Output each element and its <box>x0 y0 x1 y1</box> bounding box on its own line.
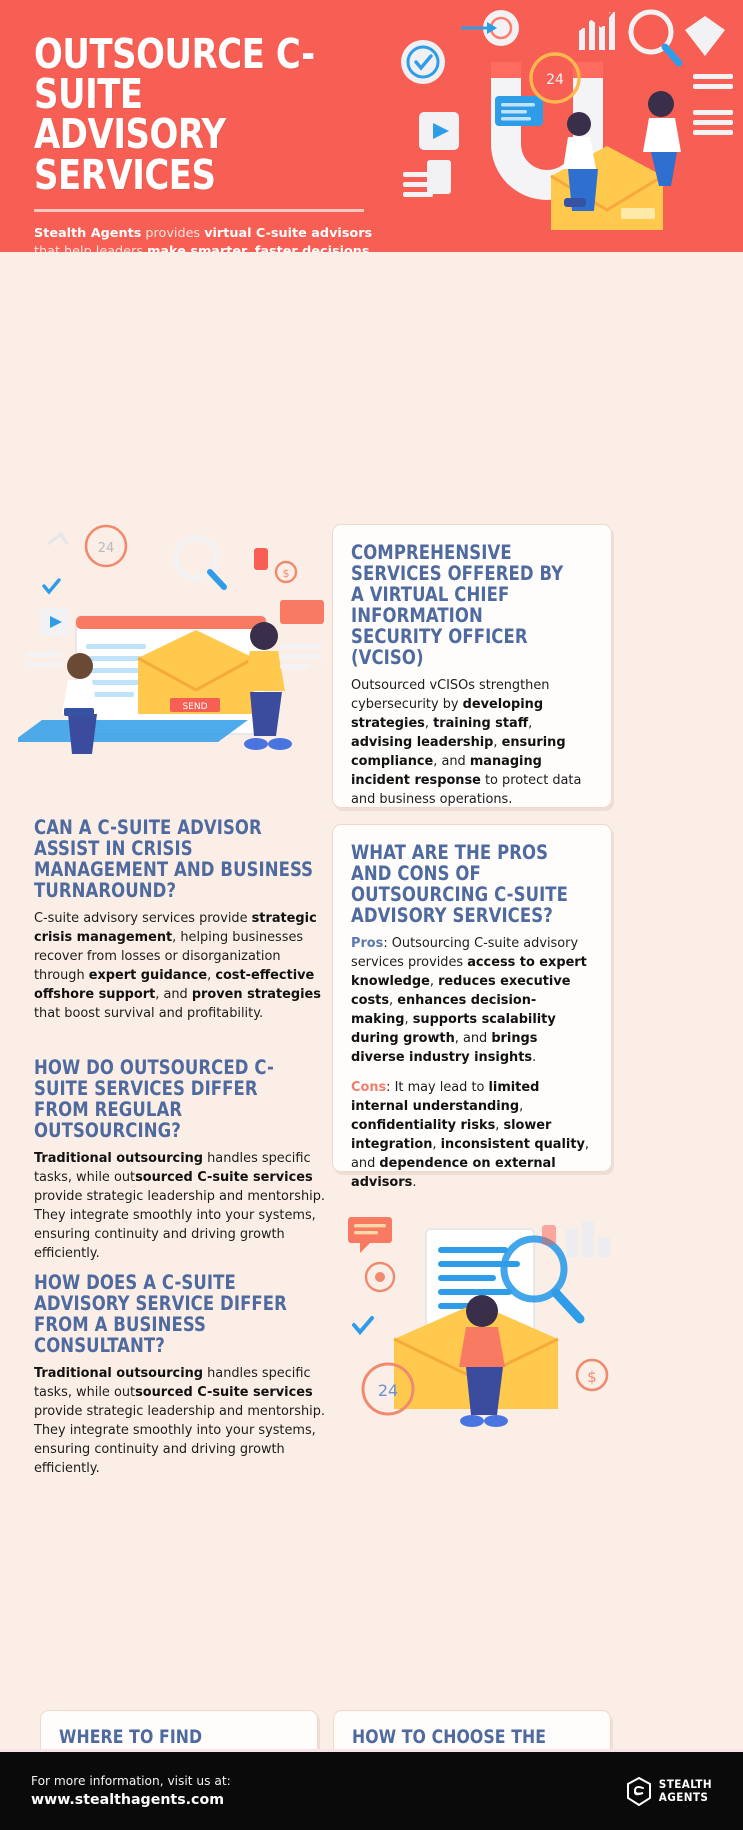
svg-text:$: $ <box>283 567 290 580</box>
block-differ-outsourcing-body: Traditional outsourcing handles specific… <box>34 1151 325 1262</box>
footer-bar: For more information, visit us at: www.s… <box>0 1752 743 1830</box>
svg-text:24: 24 <box>378 1381 398 1400</box>
card-cons-text: Cons: It may lead to limited internal un… <box>351 1079 589 1190</box>
card-pros-cons-heading: WHAT ARE THE PROS AND CONS OF OUTSOURCIN… <box>351 841 569 928</box>
card-vciso-body: Outsourced vCISOs strengthen cybersecuri… <box>351 678 582 808</box>
header-illustration: 24 <box>401 7 733 230</box>
footer-line-1: For more information, visit us at: <box>31 1774 231 1789</box>
block-crisis-body: C-suite advisory services provide strate… <box>34 911 321 1022</box>
block-differ-consultant-body: Traditional outsourcing handles specific… <box>34 1366 325 1477</box>
brand-line-1: STEALTH <box>658 1777 712 1792</box>
footer-website[interactable]: www.stealthagents.com <box>31 1791 224 1808</box>
header-subtitle: Stealth Agents provides virtual C-suite … <box>34 225 373 252</box>
card-vciso: COMPREHENSIVE SERVICES OFFERED BY A VIRT… <box>332 524 612 808</box>
block-crisis: CAN A C-SUITE ADVISOR ASSIST IN CRISIS M… <box>34 817 334 1024</box>
block-differ-outsourcing-heading: HOW DO OUTSOURCED C-SUITE SERVICES DIFFE… <box>34 1056 274 1143</box>
header-banner: 24 <box>0 0 743 252</box>
card-vciso-heading: COMPREHENSIVE SERVICES OFFERED BY A VIRT… <box>351 541 564 670</box>
block-differ-consultant: HOW DOES A C-SUITE ADVISORY SERVICE DIFF… <box>34 1272 334 1479</box>
stealth-agents-shield-icon <box>626 1776 651 1806</box>
brand-line-2: AGENTS <box>658 1790 709 1804</box>
block-differ-outsourcing: HOW DO OUTSOURCED C-SUITE SERVICES DIFFE… <box>34 1057 334 1264</box>
svg-text:24: 24 <box>98 541 115 556</box>
svg-text:24: 24 <box>546 72 564 88</box>
title-line-1: OUTSOURCE C-SUITE <box>34 30 315 119</box>
footer-contact: For more information, visit us at: www.s… <box>31 1772 231 1809</box>
card-pros-cons: WHAT ARE THE PROS AND CONS OF OUTSOURCIN… <box>332 824 612 1190</box>
footer-separator <box>0 1749 743 1752</box>
vciso-illustration: SEND 24 $ <box>18 524 324 754</box>
block-differ-consultant-heading: HOW DOES A C-SUITE ADVISORY SERVICE DIFF… <box>34 1271 287 1358</box>
svg-text:$: $ <box>587 1368 597 1386</box>
title-line-2: ADVISORY SERVICES <box>34 110 226 199</box>
page-title: OUTSOURCE C-SUITE ADVISORY SERVICES <box>34 33 371 199</box>
svg-text:SEND: SEND <box>182 702 207 712</box>
card-pros-text: Pros: Outsourcing C-suite advisory servi… <box>351 936 587 1065</box>
title-divider <box>34 208 364 212</box>
block-crisis-heading: CAN A C-SUITE ADVISOR ASSIST IN CRISIS M… <box>34 816 314 903</box>
analysis-illustration: 24 $ <box>348 1217 610 1427</box>
brand-logo: STEALTH AGENTS <box>626 1776 712 1806</box>
brand-wordmark: STEALTH AGENTS <box>659 1778 712 1803</box>
